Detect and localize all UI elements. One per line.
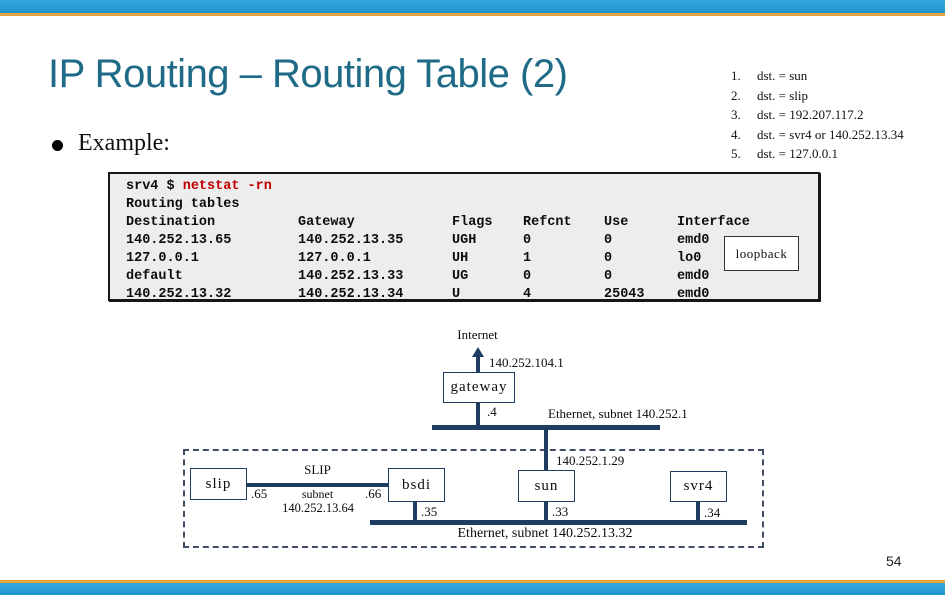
list-item-text: dst. = svr4 or 140.252.13.34 bbox=[757, 126, 904, 142]
list-item: 2. dst. = slip bbox=[731, 86, 904, 106]
list-item-text: dst. = 192.207.117.2 bbox=[757, 107, 864, 122]
cell-refcnt: 1 bbox=[523, 251, 532, 266]
slip-node: slip bbox=[190, 468, 247, 500]
top-blue-bar bbox=[0, 0, 945, 13]
list-item-number: 3. bbox=[731, 107, 741, 122]
ethernet2-label: Ethernet, subnet 140.252.13.32 bbox=[457, 526, 633, 541]
internet-arrow-icon bbox=[472, 347, 484, 357]
annotation-list: 1. dst. = sun 2. dst. = slip 3. dst. = 1… bbox=[731, 66, 904, 164]
list-item: 1. dst. = sun bbox=[731, 66, 904, 86]
column-header: Use bbox=[604, 215, 629, 230]
sun-port-label: .33 bbox=[552, 504, 569, 519]
cell-gateway: 140.252.13.33 bbox=[298, 269, 404, 284]
page-number: 54 bbox=[886, 553, 902, 569]
slide-title: IP Routing – Routing Table (2) bbox=[48, 52, 568, 96]
table-row: 127.0.0.1 127.0.0.1 UH 1 0 lo0 bbox=[126, 250, 818, 268]
table-row: default 140.252.13.33 UG 0 0 emd0 bbox=[126, 268, 818, 286]
gateway-internet-link bbox=[476, 355, 480, 372]
bottom-blue-bar bbox=[0, 583, 945, 595]
cell-flags: UGH bbox=[452, 233, 477, 248]
ethernet2-bus bbox=[370, 520, 747, 525]
cell-gateway: 140.252.13.35 bbox=[298, 233, 404, 248]
slip-link-label: SLIP bbox=[304, 462, 331, 477]
cell-interface: emd0 bbox=[677, 233, 710, 248]
cell-gateway: 127.0.0.1 bbox=[298, 251, 371, 266]
cell-gateway: 140.252.13.34 bbox=[298, 287, 404, 302]
cell-flags: UG bbox=[452, 269, 469, 284]
cell-use: 0 bbox=[604, 251, 613, 266]
cell-use: 0 bbox=[604, 269, 613, 284]
bullet-label: Example: bbox=[78, 130, 170, 156]
list-item-number: 1. bbox=[731, 68, 741, 83]
svr4-ethernet-link bbox=[696, 502, 700, 521]
sun-node: sun bbox=[518, 470, 575, 502]
terminal-prompt: srv4 $ bbox=[126, 179, 183, 194]
cell-refcnt: 4 bbox=[523, 287, 532, 302]
list-item: 3. dst. = 192.207.117.2 bbox=[731, 105, 904, 125]
subnet-boundary-box bbox=[183, 449, 764, 548]
gateway-node: gateway bbox=[443, 372, 515, 403]
terminal-prompt-line: srv4 $ netstat -rn bbox=[126, 178, 818, 196]
terminal-command: netstat -rn bbox=[182, 179, 272, 194]
ethernet1-label: Ethernet, subnet 140.252.1 bbox=[548, 406, 688, 421]
gateway-port-label: .4 bbox=[487, 404, 497, 419]
cell-use: 0 bbox=[604, 233, 613, 248]
table-row: 140.252.13.65 140.252.13.35 UGH 0 0 emd0 bbox=[126, 232, 818, 250]
list-item-text: dst. = 127.0.0.1 bbox=[757, 146, 839, 161]
cell-flags: U bbox=[452, 287, 461, 302]
list-item-text: dst. = slip bbox=[757, 87, 809, 103]
cell-destination: default bbox=[126, 269, 183, 284]
sun-ethernet-link bbox=[544, 502, 548, 521]
routing-table-header: Destination Gateway Flags Refcnt Use Int… bbox=[126, 214, 818, 232]
terminal-output: srv4 $ netstat -rn Routing tables Destin… bbox=[108, 172, 820, 304]
column-header: Interface bbox=[677, 215, 750, 230]
column-header: Flags bbox=[452, 215, 493, 230]
gateway-ethernet-link bbox=[476, 403, 480, 428]
column-header: Gateway bbox=[298, 215, 355, 230]
cell-interface: emd0 bbox=[677, 269, 710, 284]
loopback-callout: loopback bbox=[724, 236, 799, 271]
bullet-icon bbox=[52, 139, 63, 151]
bullet-line: Example: bbox=[52, 130, 170, 157]
list-item-number: 5. bbox=[731, 146, 741, 161]
list-item: 4. dst. = svr4 or 140.252.13.34 bbox=[731, 125, 904, 145]
bottom-gold-line bbox=[0, 580, 945, 583]
bsdi-node: bsdi bbox=[388, 468, 445, 502]
cell-use: 25043 bbox=[604, 287, 645, 302]
slip-port-left-label: .65 bbox=[251, 486, 268, 501]
list-item-number: 4. bbox=[731, 126, 741, 142]
cell-interface: emd0 bbox=[677, 287, 710, 302]
cell-flags: UH bbox=[452, 251, 469, 266]
slip-port-right-label: .66 bbox=[365, 486, 382, 501]
table-row: 140.252.13.32 140.252.13.34 U 4 25043 em… bbox=[126, 286, 818, 304]
slip-subnet-word-label: subnet bbox=[301, 487, 334, 501]
ethernet1-bus bbox=[432, 425, 660, 430]
terminal-subtitle: Routing tables bbox=[126, 197, 240, 212]
column-header: Destination bbox=[126, 215, 216, 230]
slip-subnet-ip-label: 140.252.13.64 bbox=[282, 501, 354, 515]
list-item-number: 2. bbox=[731, 87, 741, 103]
list-item: 5. dst. = 127.0.0.1 bbox=[731, 144, 904, 164]
cell-refcnt: 0 bbox=[523, 269, 532, 284]
sun-uplink bbox=[544, 430, 548, 470]
top-gold-line bbox=[0, 13, 945, 16]
sun-uplink-ip-label: 140.252.1.29 bbox=[556, 453, 625, 468]
internet-label: Internet bbox=[457, 327, 498, 342]
slip-link bbox=[247, 483, 388, 487]
bsdi-port-label: .35 bbox=[421, 504, 438, 519]
column-header: Refcnt bbox=[523, 215, 572, 230]
cell-destination: 140.252.13.32 bbox=[126, 287, 232, 302]
cell-interface: lo0 bbox=[677, 251, 702, 266]
gateway-wan-ip-label: 140.252.104.1 bbox=[489, 355, 564, 370]
svr4-node: svr4 bbox=[670, 471, 727, 502]
cell-refcnt: 0 bbox=[523, 233, 532, 248]
cell-destination: 140.252.13.65 bbox=[126, 233, 232, 248]
cell-destination: 127.0.0.1 bbox=[126, 251, 199, 266]
bsdi-ethernet-link bbox=[413, 502, 417, 523]
list-item-text: dst. = sun bbox=[757, 68, 808, 83]
svr4-port-label: .34 bbox=[704, 505, 721, 520]
